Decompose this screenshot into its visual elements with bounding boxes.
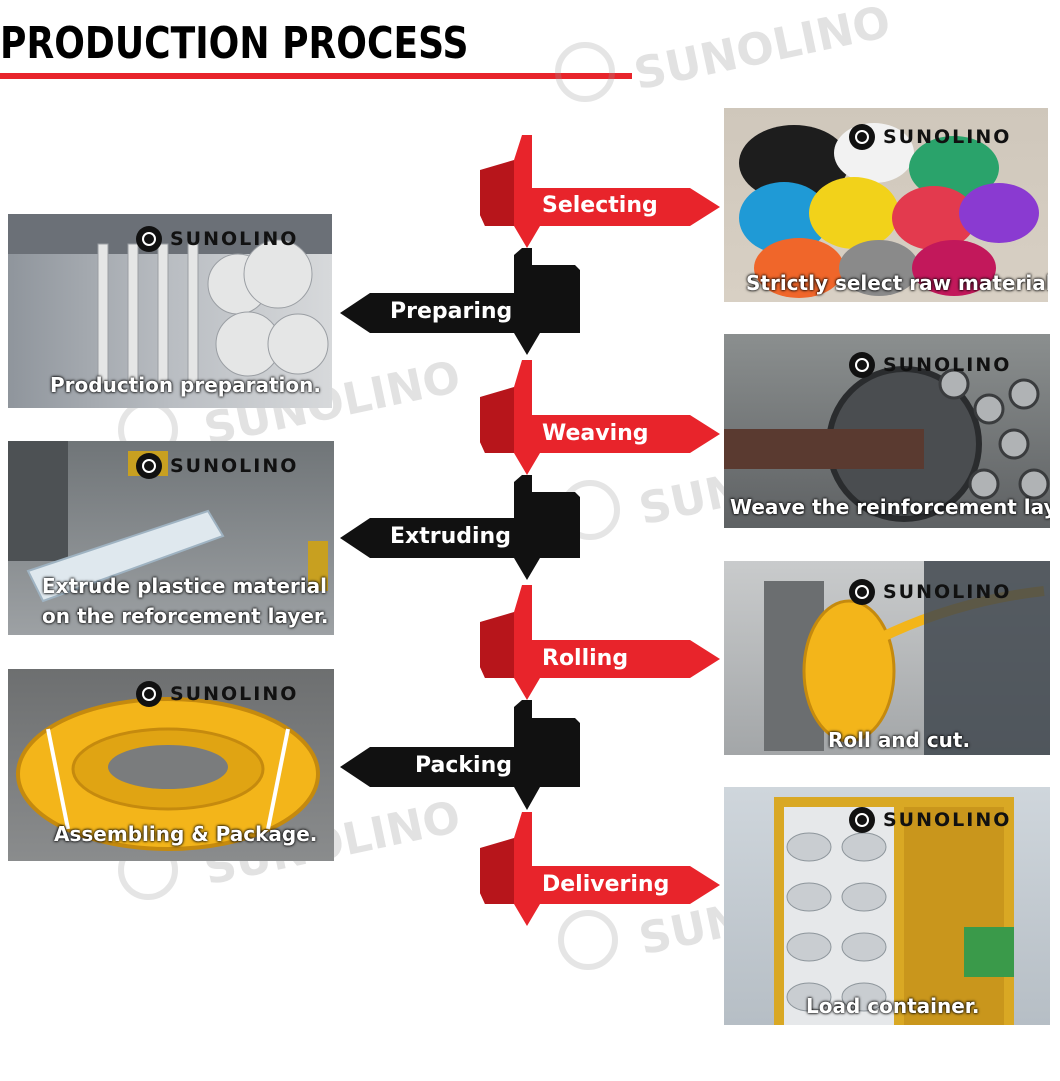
photo-caption: Weave the reinforcement layer. (730, 495, 1050, 519)
brand-logo-icon (849, 352, 875, 378)
delivering-photo: SUNOLINO Load container. (724, 787, 1050, 1025)
brand-text: SUNOLINO (170, 683, 299, 705)
photo-caption: Production preparation. (50, 373, 321, 397)
step-label-weaving: Weaving (542, 421, 649, 446)
photo-brand: SUNOLINO (136, 226, 298, 252)
brand-text: SUNOLINO (883, 126, 1012, 148)
delivering-arrow (480, 812, 720, 926)
photo-caption: Load container. (806, 994, 980, 1018)
rolling-photo: SUNOLINO Roll and cut. (724, 561, 1050, 755)
packaged-hose-image (16, 697, 320, 851)
photo-caption-line2: on the reforcement layer. (42, 604, 329, 628)
step-label-extruding: Extruding (390, 524, 511, 549)
photo-caption: Assembling & Package. (54, 822, 318, 846)
brand-text: SUNOLINO (170, 228, 299, 250)
brand-logo-icon (136, 453, 162, 479)
extruder-image (8, 441, 328, 603)
hose-reel-image (764, 561, 1050, 755)
page-title: PRODUCTION PROCESS (0, 18, 469, 69)
extruding-photo: SUNOLINO Extrude plastice material on th… (8, 441, 334, 635)
extruding-arrow (340, 475, 580, 580)
brand-logo-icon (849, 807, 875, 833)
brand-logo-icon (136, 226, 162, 252)
title-underline (0, 73, 632, 79)
step-label-delivering: Delivering (542, 872, 670, 897)
braiding-machine-image (724, 366, 1050, 522)
preparing-arrow (340, 248, 580, 355)
step-label-preparing: Preparing (390, 299, 513, 324)
brand-logo-icon (136, 681, 162, 707)
rolling-arrow (480, 585, 720, 700)
watermark-logo-icon (558, 910, 618, 970)
container-loading-image (774, 797, 1014, 1025)
preparing-photo: SUNOLINO Production preparation. (8, 214, 332, 408)
photo-caption: Roll and cut. (828, 728, 971, 752)
brand-text: SUNOLINO (883, 809, 1012, 831)
photo-brand: SUNOLINO (136, 681, 298, 707)
packing-photo: SUNOLINO Assembling & Package. (8, 669, 334, 861)
selecting-photo: SUNOLINO Strictly select raw materials. (724, 108, 1048, 302)
brand-text: SUNOLINO (170, 455, 299, 477)
watermark-logo-icon (555, 42, 615, 102)
step-label-rolling: Rolling (542, 646, 629, 671)
raw-materials-image (739, 123, 1039, 298)
photo-brand: SUNOLINO (849, 352, 1011, 378)
weaving-photo: SUNOLINO Weave the reinforcement layer. (724, 334, 1050, 528)
step-label-selecting: Selecting (542, 193, 658, 218)
packing-arrow (340, 700, 580, 810)
selecting-arrow (480, 135, 720, 248)
brand-logo-icon (849, 579, 875, 605)
weaving-arrow (480, 360, 720, 475)
photo-brand: SUNOLINO (849, 807, 1011, 833)
warehouse-spools-image (8, 214, 332, 385)
brand-logo-icon (849, 124, 875, 150)
photo-caption-line1: Extrude plastice material (42, 574, 327, 598)
photo-brand: SUNOLINO (136, 453, 298, 479)
step-label-packing: Packing (415, 753, 513, 778)
photo-brand: SUNOLINO (849, 579, 1011, 605)
photo-caption: Strictly select raw materials. (746, 271, 1048, 295)
photo-brand: SUNOLINO (849, 124, 1011, 150)
brand-text: SUNOLINO (883, 581, 1012, 603)
brand-text: SUNOLINO (883, 354, 1012, 376)
